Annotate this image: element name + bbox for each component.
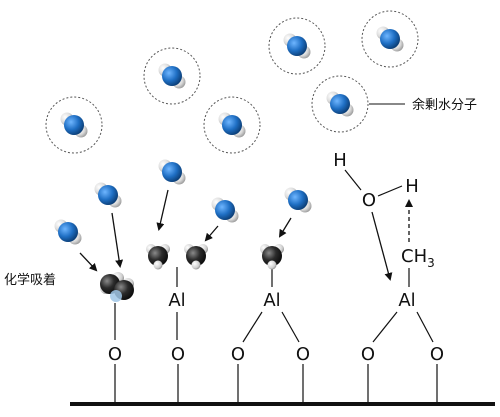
hydrogen-atom-right: H [405,176,419,197]
water-molecule-e [284,187,312,213]
oxygen-atom-6: O [430,344,444,365]
methyl-formula-subscript: 3 [427,256,435,270]
water-molecule-a [54,219,82,245]
oxygen-to-al-arrow [371,211,393,281]
oxygen-atom-4: O [296,344,310,365]
water-molecule-b [94,182,122,208]
oxygen-atom-3: O [231,344,245,365]
excess-water-label: 余剰水分子 [412,97,477,113]
al-o-bonds [114,267,434,343]
water-molecule-c [158,159,186,185]
hydrogen-atom-left: H [333,150,347,171]
methyl-formula-base: CH [401,246,427,267]
oxygen-atom-1: O [108,344,122,365]
approach-arrows [79,189,292,272]
water-oxygen-atom: O [362,190,376,211]
chemisorbed-cluster [100,272,134,302]
water-molecule-d [211,197,239,223]
aluminum-atom-2: Al [263,290,280,311]
oxygen-atom-5: O [361,344,375,365]
methyl-group-2 [184,244,208,270]
surface-bonds [114,364,438,402]
methyl-formula: CH3 [401,246,435,270]
aluminum-atom-3: Al [398,290,415,311]
methyl-group-3 [260,244,284,270]
methyl-group-1 [146,244,170,270]
aluminum-atom-1: Al [168,290,185,311]
chemisorption-label: 化学吸着 [4,272,56,288]
excess-water-group [45,10,419,154]
water-bonds [344,169,403,197]
oxygen-atom-2: O [171,344,185,365]
